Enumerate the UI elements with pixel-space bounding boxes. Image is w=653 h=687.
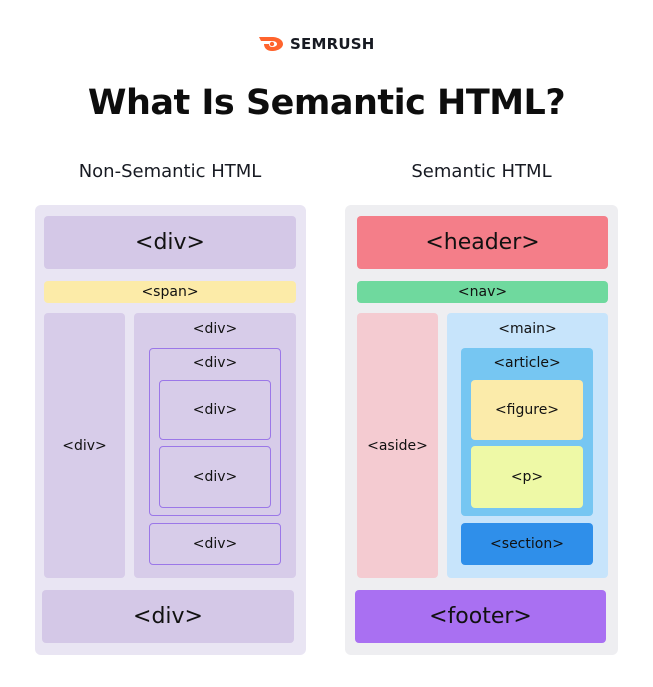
semrush-logo: SEMRUSH (258, 33, 374, 55)
footer-block: <footer> (355, 590, 606, 643)
div-inner-container (149, 348, 281, 516)
div-outer-label: <div> (192, 321, 238, 337)
non-semantic-heading: Non-Semantic HTML (78, 161, 262, 182)
article-label: <article> (493, 355, 561, 371)
page-title: What Is Semantic HTML? (87, 83, 566, 123)
div-outer-container (134, 313, 296, 578)
div-inner-label: <div> (192, 355, 238, 371)
header-block: <header> (357, 216, 608, 269)
aside-block: <aside> (357, 313, 438, 578)
section-block: <section> (461, 523, 593, 565)
nav-block: <nav> (357, 281, 608, 303)
brand-name: SEMRUSH (290, 35, 375, 53)
div-nested-a: <div> (159, 380, 271, 440)
div-lower-block: <div> (149, 523, 281, 565)
span-block: <span> (44, 281, 296, 303)
figure-block: <figure> (471, 380, 583, 440)
semrush-flame-icon (259, 37, 283, 51)
div-nested-b: <div> (159, 446, 271, 508)
div-top-block: <div> (44, 216, 296, 269)
div-side-block: <div> (44, 313, 125, 578)
div-bottom-block: <div> (42, 590, 294, 643)
semantic-heading: Semantic HTML (411, 161, 552, 182)
p-block: <p> (471, 446, 583, 508)
main-label: <main> (498, 321, 557, 337)
